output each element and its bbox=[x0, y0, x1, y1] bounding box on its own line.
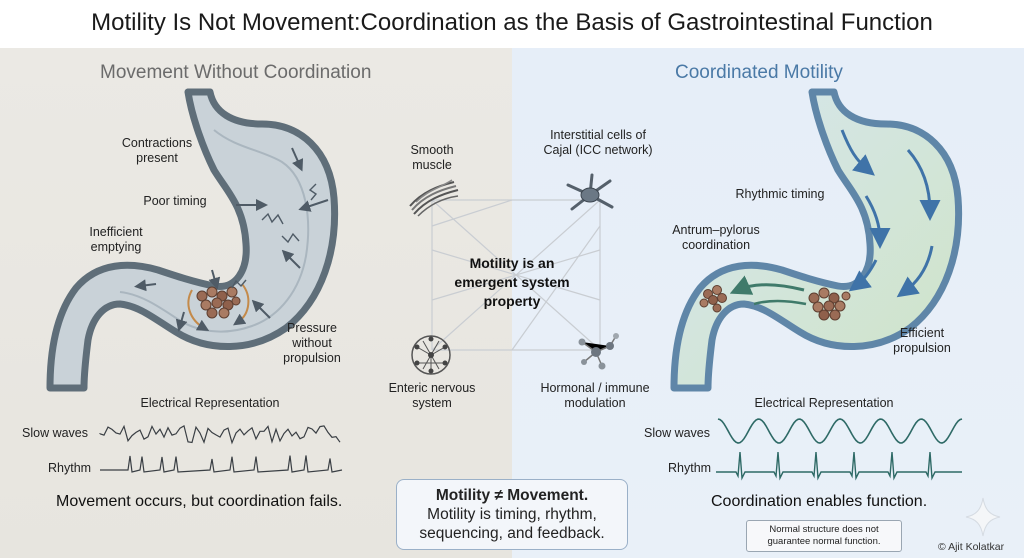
left-caption: Movement occurs, but coordination fails. bbox=[56, 493, 343, 510]
left-rhythm-label: Rhythm bbox=[48, 461, 92, 475]
right-heading: Coordinated Motility bbox=[675, 62, 843, 83]
motility-box-body: Motility is timing, rhythm, sequencing, … bbox=[419, 506, 605, 542]
left-stomach bbox=[46, 88, 339, 392]
smooth-muscle-icon bbox=[409, 179, 459, 217]
left-slow-wave-trace bbox=[99, 424, 341, 445]
left-rhythm-trace bbox=[100, 455, 343, 473]
right-food-bolus bbox=[808, 287, 851, 321]
right-electrical-title: Electrical Representation bbox=[754, 396, 894, 410]
right-caption: Coordination enables function. bbox=[711, 493, 928, 510]
label-smooth-muscle: Smooth muscle bbox=[410, 143, 454, 172]
label-enteric-nervous-system: Enteric nervous system bbox=[388, 381, 476, 410]
right-pylorus-bolus bbox=[699, 285, 727, 313]
left-food-cluster bbox=[196, 286, 241, 319]
label-inefficient-emptying: Inefficient emptying bbox=[89, 225, 143, 254]
right-slow-waves-label: Slow waves bbox=[644, 426, 710, 440]
center-network bbox=[431, 199, 601, 351]
core-statement: Motility is an emergent system property bbox=[454, 255, 570, 309]
note-box: Normal structure does not guarantee norm… bbox=[746, 520, 902, 552]
motility-definition-box: Motility ≠ Movement. Motility is timing,… bbox=[396, 479, 628, 550]
right-stomach bbox=[670, 88, 963, 392]
hormone-molecule-icon bbox=[578, 333, 619, 370]
page-title: Motility Is Not Movement:Coordination as… bbox=[0, 0, 1024, 46]
label-poor-timing: Poor timing bbox=[143, 194, 207, 208]
right-slow-wave-trace bbox=[717, 418, 963, 444]
sparkle-icon bbox=[965, 497, 1001, 537]
label-contractions-present: Contractions present bbox=[121, 136, 193, 165]
left-heading: Movement Without Coordination bbox=[100, 62, 372, 83]
label-rhythmic-timing: Rhythmic timing bbox=[735, 187, 825, 201]
label-pressure-without-propulsion: Pressure without propulsion bbox=[283, 321, 341, 365]
right-rhythm-label: Rhythm bbox=[668, 461, 712, 475]
label-hormonal-immune: Hormonal / immune modulation bbox=[540, 381, 650, 410]
credit-text: © Ajit Kolatkar bbox=[938, 541, 1005, 553]
left-slow-waves-label: Slow waves bbox=[22, 426, 88, 440]
label-antrum-pylorus: Antrum–pylorus coordination bbox=[672, 223, 760, 252]
icc-cell-icon bbox=[566, 173, 614, 211]
right-rhythm-trace bbox=[716, 451, 962, 481]
label-icc-network: Interstitial cells of Cajal (ICC network… bbox=[543, 128, 653, 157]
label-efficient-propulsion: Efficient propulsion bbox=[893, 326, 951, 355]
left-electrical-title: Electrical Representation bbox=[140, 396, 280, 410]
enteric-network-icon bbox=[411, 335, 451, 375]
motility-box-title: Motility ≠ Movement. bbox=[435, 487, 589, 504]
